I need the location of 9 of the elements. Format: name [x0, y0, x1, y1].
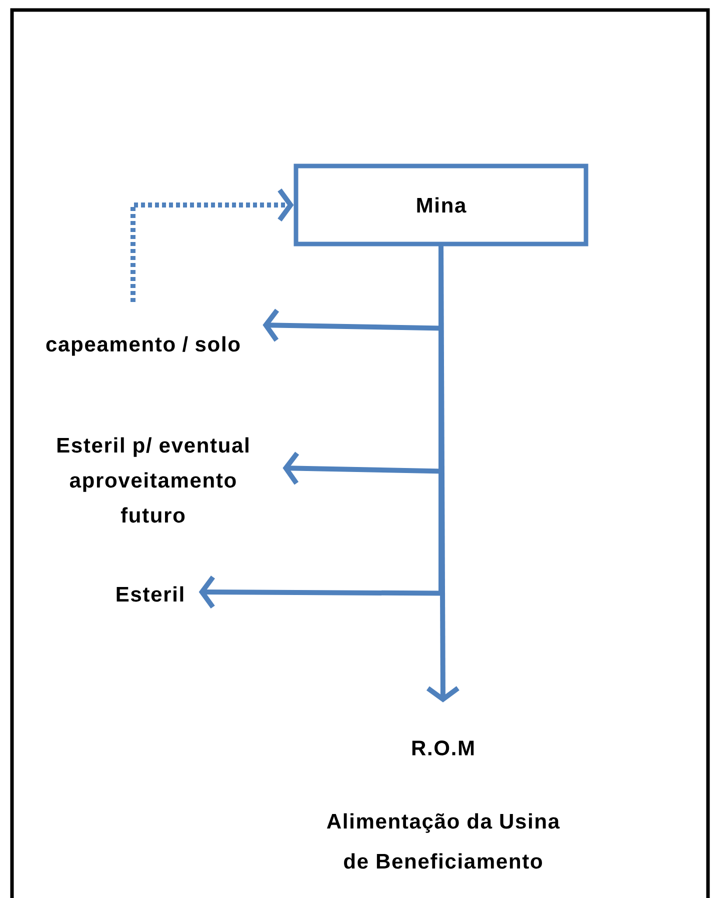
caption-text: Alimentação da Usina de Beneficiamento: [326, 813, 560, 869]
output-label: capeamento / solo: [46, 336, 240, 356]
output-label: Esteril: [116, 586, 184, 602]
output-label: Esteril p/ eventual aproveitamento futuro: [58, 437, 248, 523]
arrow: [198, 246, 444, 609]
arrow: [130, 188, 294, 302]
output-label: R.O.M: [412, 740, 474, 756]
arrow: [426, 246, 460, 702]
process-box: Mina: [294, 164, 588, 246]
